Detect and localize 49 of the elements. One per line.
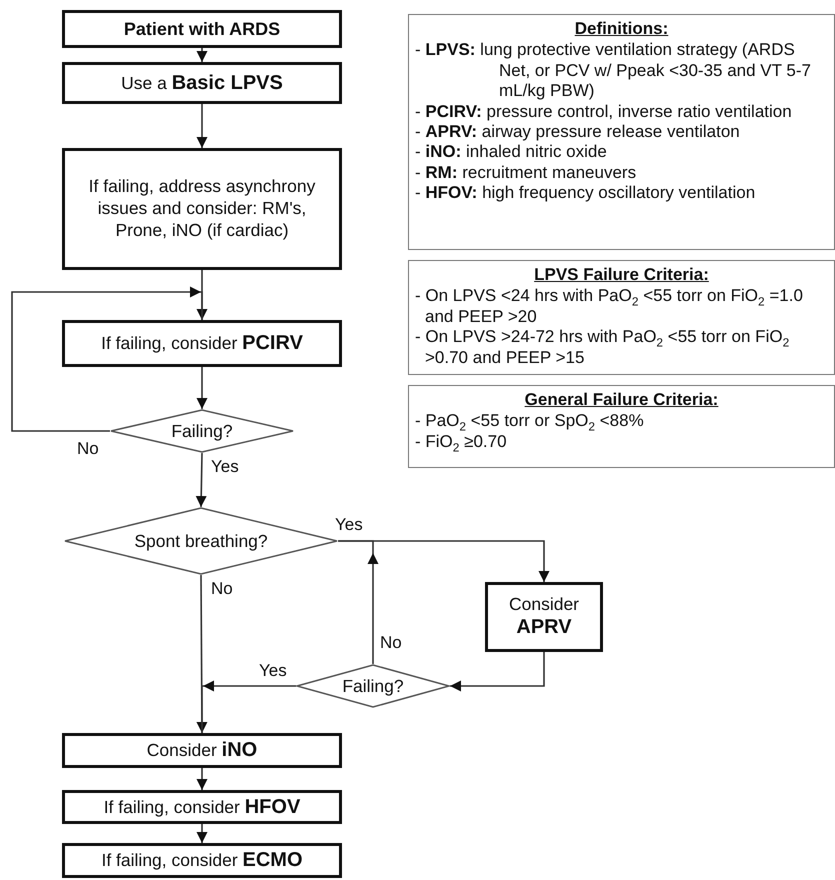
- panel-heading: General Failure Criteria:: [524, 390, 720, 410]
- definition-item: - RM: recruitment maneuvers: [414, 162, 638, 184]
- step-text: If failing, consider PCIRV: [101, 331, 303, 356]
- definition-item: - HFOV: high frequency oscillatory ventilation: [414, 183, 756, 204]
- process-box: [62, 320, 342, 367]
- step-text: Consider APRV: [508, 594, 580, 640]
- decision-diamond: [296, 664, 450, 708]
- process-box: [485, 582, 603, 652]
- connector-arrow: [196, 575, 208, 733]
- step-text: Failing?: [342, 676, 404, 696]
- connector-arrow: [196, 768, 208, 790]
- step-text: Use a Basic LPVS: [121, 70, 283, 96]
- process-box: [62, 790, 342, 824]
- connector-arrow: [196, 104, 208, 148]
- definition-item: - APRV: airway pressure release ventilaton: [414, 122, 741, 142]
- criteria-panel: [408, 14, 835, 250]
- step-text: Consider iNO: [146, 738, 258, 763]
- criteria-panel: [408, 260, 835, 375]
- process-box: [62, 62, 342, 104]
- definition-item: - On LPVS <24 hrs with PaO$_{2}$ <55 torr on FiO$_{2}$ =1.0 and PEEP >20: [414, 286, 804, 328]
- process-box: [62, 148, 342, 270]
- definition-item: - PCIRV: pressure control, inverse ratio ventilation: [414, 102, 793, 122]
- connector-arrow: [196, 452, 207, 508]
- step-text: Failing?: [171, 420, 233, 442]
- connector-arrow: [201, 680, 296, 733]
- connector-arrow: [196, 824, 208, 843]
- step-text: If failing, consider HFOV: [104, 794, 300, 820]
- definition-item: - FiO$_{2}$ ≥0.70: [414, 432, 508, 452]
- step-text: Patient with ARDS: [124, 18, 280, 40]
- connector-arrow: [338, 540, 378, 664]
- definition-item: - PaO$_{2}$ <55 torr or SpO$_{2}$ <88%: [414, 411, 645, 432]
- connector-arrow: [196, 270, 208, 320]
- decision-diamond: [110, 409, 294, 453]
- step-text: If failing, address asynchrony issues and consider: RM's, Prone, iNO (if cardiac): [88, 176, 316, 242]
- panel-heading: LPVS Failure Criteria:: [533, 265, 710, 286]
- definition-item: - On LPVS >24-72 hrs with PaO$_{2}$ <55 torr on FiO$_{2}$ >0.70 and PEEP >15: [414, 327, 790, 368]
- step-text: Spont breathing?: [134, 530, 268, 552]
- connector-arrow: [196, 48, 208, 62]
- connector-arrow: [450, 652, 545, 692]
- process-box: [62, 10, 342, 48]
- connector-arrow: [11, 286, 203, 432]
- panel-heading: Definitions:: [574, 19, 670, 40]
- definition-item: - LPVS: lung protective ventilation strategy (ARDS Net, or PCV w/ Ppeak <30-35 and VT 5-7 mL/kg PBW): [414, 40, 812, 102]
- process-box: [62, 843, 342, 878]
- criteria-panel: [408, 385, 835, 468]
- step-text: If failing, consider ECMO: [101, 848, 303, 873]
- connector-arrow: [196, 367, 208, 409]
- definition-item: - iNO: inhaled nitric oxide: [414, 142, 608, 163]
- process-box: [62, 733, 342, 768]
